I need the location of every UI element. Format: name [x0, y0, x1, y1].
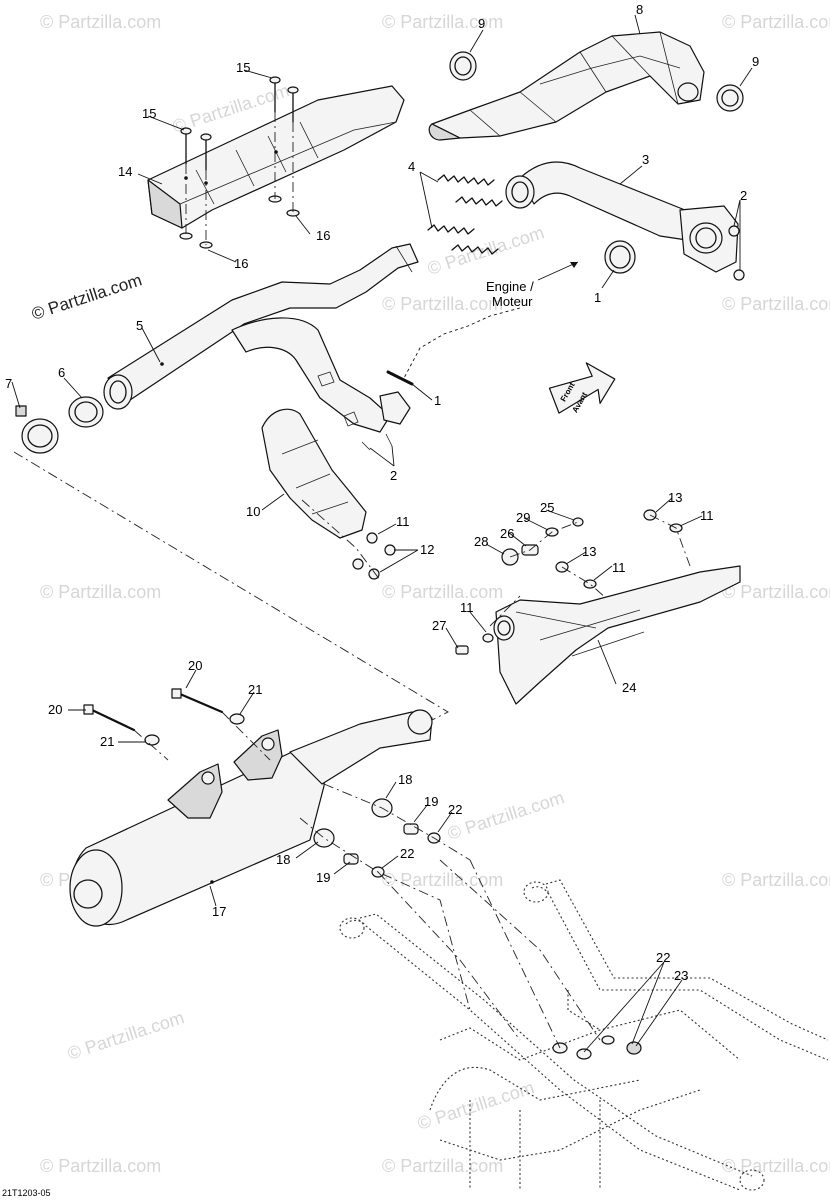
exhaust-clamp-part — [15, 405, 59, 454]
watermark: © Partzilla.com — [65, 1007, 187, 1064]
header-pipe-part — [505, 161, 745, 281]
callout-28: 28 — [474, 534, 488, 549]
callout-15: 15 — [142, 106, 156, 121]
callout-18: 18 — [398, 772, 412, 787]
callout-7: 7 — [5, 376, 12, 391]
callout-8: 8 — [636, 2, 643, 17]
grommet-parts — [313, 798, 441, 878]
leader-lines — [11, 14, 753, 1053]
callout-12: 12 — [420, 542, 434, 557]
watermark: © Partzilla.com — [722, 870, 830, 890]
callout-11: 11 — [700, 508, 714, 523]
callout-16: 16 — [316, 228, 330, 243]
watermark: © Partzilla.com — [382, 870, 503, 890]
callout-4: 4 — [408, 159, 415, 174]
upper-heat-shield-part — [428, 31, 705, 141]
callout-15: 15 — [236, 60, 250, 75]
watermark-dark: © Partzilla.com — [29, 270, 144, 323]
frame-outline — [339, 879, 829, 1191]
callout-2: 2 — [740, 188, 747, 203]
callout-9: 9 — [478, 16, 485, 31]
callout-24: 24 — [622, 680, 636, 695]
watermark: © Partzilla.com — [722, 582, 830, 602]
callout-26: 26 — [500, 526, 514, 541]
callout-17: 17 — [212, 904, 226, 919]
callout-5: 5 — [136, 318, 143, 333]
watermark: © Partzilla.com — [722, 12, 830, 32]
callout-2: 2 — [390, 468, 397, 483]
callout-22: 22 — [656, 950, 670, 965]
callout-9: 9 — [752, 54, 759, 69]
callout-1: 1 — [434, 393, 441, 408]
callout-6: 6 — [58, 365, 65, 380]
watermark: © Partzilla.com — [40, 1156, 161, 1176]
callout-22: 22 — [400, 846, 414, 861]
watermark: © Partzilla.com — [382, 1156, 503, 1176]
callout-19: 19 — [316, 870, 330, 885]
heat-shield-part — [147, 85, 405, 229]
callout-13: 13 — [668, 490, 682, 505]
callout-1: 1 — [594, 290, 601, 305]
callout-labels: 9 8 9 3 4 2 1 1 2 15 15 14 16 16 5 6 7 1… — [5, 2, 759, 983]
callout-21: 21 — [248, 682, 262, 697]
watermark: © Partzilla.com — [382, 582, 503, 602]
callout-22: 22 — [448, 802, 462, 817]
callout-10: 10 — [246, 504, 260, 519]
watermark: © Partzilla.com — [415, 1077, 537, 1134]
gasket-part — [604, 240, 636, 274]
bolt-parts — [83, 688, 245, 746]
engine-label-fr: Moteur — [492, 294, 533, 309]
spring-parts — [427, 174, 503, 255]
rivet-parts — [180, 76, 299, 171]
rear-heat-shield-part — [493, 565, 741, 705]
sleeve-part — [68, 396, 104, 428]
relation-lines — [13, 112, 691, 1049]
callout-3: 3 — [642, 152, 649, 167]
figure-code: 21T1203-05 — [2, 1188, 51, 1198]
engine-label: Engine / — [486, 279, 534, 294]
front-arrow-icon: Front Avant — [548, 362, 616, 414]
callout-23: 23 — [674, 968, 688, 983]
callout-11: 11 — [612, 560, 626, 575]
callout-11: 11 — [396, 514, 410, 529]
watermark: © Partzilla.com — [382, 294, 503, 314]
callout-20: 20 — [188, 658, 202, 673]
callout-29: 29 — [516, 510, 530, 525]
frame-hardware — [552, 1035, 642, 1060]
callout-18: 18 — [276, 852, 290, 867]
callout-25: 25 — [540, 500, 554, 515]
watermark: © Partzilla.com — [722, 1156, 830, 1176]
muffler-part — [69, 709, 433, 927]
engine-direction: Engine / Moteur — [403, 261, 579, 379]
callout-19: 19 — [424, 794, 438, 809]
gasket-part — [386, 370, 414, 386]
callout-13: 13 — [582, 544, 596, 559]
callout-27: 27 — [432, 618, 446, 633]
callout-11: 11 — [460, 600, 474, 615]
clamp-parts — [449, 51, 744, 112]
callout-21: 21 — [100, 734, 114, 749]
callout-14: 14 — [118, 164, 132, 179]
watermark: © Partzilla.com — [40, 12, 161, 32]
watermark: © Partzilla.com — [40, 582, 161, 602]
callout-16: 16 — [234, 256, 248, 271]
callout-20: 20 — [48, 702, 62, 717]
watermark: © Partzilla.com — [722, 294, 830, 314]
lower-heat-shield-part — [261, 408, 396, 580]
watermark: © Partzilla.com — [382, 12, 503, 32]
watermark: © Partzilla.com — [445, 787, 567, 844]
exhaust-pipe-part — [103, 243, 419, 451]
